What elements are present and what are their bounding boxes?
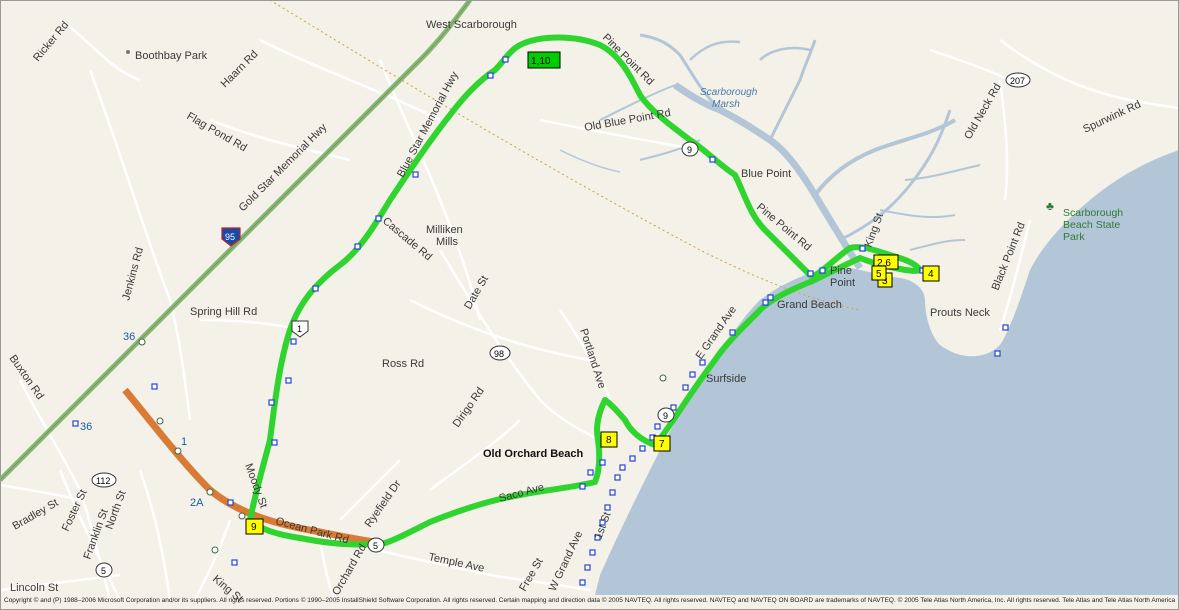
me112-shield-icon xyxy=(91,472,117,488)
marker-4-label: 4 xyxy=(928,269,934,280)
boothbay-park-dot xyxy=(126,50,130,54)
marsh-waterways xyxy=(559,33,981,270)
me207-shield-text: 207 xyxy=(1010,76,1025,86)
marker-start-1-10[interactable]: 1,10 xyxy=(527,51,561,69)
old-orchard-beach-label: Old Orchard Beach xyxy=(483,448,584,460)
prouts-neck-label: Prouts Neck xyxy=(930,307,990,319)
me9-south-shield-text: 9 xyxy=(663,411,668,421)
grand-beach-label: Grand Beach xyxy=(777,299,842,311)
marker-7[interactable]: 7 xyxy=(653,435,671,452)
me9-north-shield-icon xyxy=(681,141,699,157)
scarborough-marsh-label-2: Marsh xyxy=(712,99,740,110)
route-line xyxy=(247,34,923,548)
copyright-notice: Copyright © and (P) 1988–2006 Microsoft … xyxy=(4,597,1176,604)
park-tree-icon: ♣ xyxy=(1046,199,1054,213)
me5-route-shield-icon xyxy=(367,537,385,553)
me5-west-shield-text: 5 xyxy=(101,566,106,576)
marker-8[interactable]: 8 xyxy=(600,431,618,448)
marker-9[interactable]: 9 xyxy=(245,518,264,535)
ocean xyxy=(595,150,1179,595)
marker-5[interactable]: 5 xyxy=(871,265,887,281)
pine-point-label-2: Point xyxy=(830,277,855,289)
lincoln-st-label: Lincoln St xyxy=(10,582,58,594)
west-scarborough-label: West Scarborough xyxy=(426,19,517,31)
me9-south-shield-icon xyxy=(657,407,675,423)
stop-markers: 1,10 2,6 3 5 4 7 8 9 xyxy=(245,51,940,535)
scarborough-marsh-label-1: Scarborough xyxy=(700,87,758,98)
me98-shield-text: 98 xyxy=(494,349,504,359)
us1-shield-icon xyxy=(291,320,309,338)
route-nodes xyxy=(138,338,667,554)
marker-5-label: 5 xyxy=(876,269,882,280)
place-labels: West Scarborough Milliken Mills Blue Poi… xyxy=(126,19,1123,460)
me9-north-shield-text: 9 xyxy=(687,145,692,155)
route-36-label-a: 36 xyxy=(123,331,135,343)
route-shields: 1 95 9 9 98 207 112 5 5 36 36 1 2A xyxy=(80,72,1031,578)
blue-point-label: Blue Point xyxy=(741,168,791,180)
route-36-label-b: 36 xyxy=(80,421,92,433)
turnpike-highway xyxy=(122,387,376,546)
exit-2a-label: 2A xyxy=(190,497,204,509)
milliken-mills-label-2: Mills xyxy=(436,236,458,248)
milliken-mills-label-1: Milliken xyxy=(426,224,463,236)
marker-7-label: 7 xyxy=(659,439,665,450)
marker-4[interactable]: 4 xyxy=(922,265,940,282)
marker-3-label: 3 xyxy=(882,276,888,287)
marker-8-label: 8 xyxy=(606,435,612,446)
marker-2-6-label: 2,6 xyxy=(877,258,891,269)
town-boundary xyxy=(269,0,861,311)
marker-9-label: 9 xyxy=(251,522,257,533)
route-points xyxy=(72,56,1009,586)
boothbay-park-label: Boothbay Park xyxy=(135,50,208,62)
park-label-3: Park xyxy=(1063,231,1085,243)
me5-west-shield-icon xyxy=(95,562,113,578)
marker-1-10-label: 1,10 xyxy=(531,56,551,67)
i95-shield-icon xyxy=(221,227,241,247)
surfside-label: Surfside xyxy=(706,373,746,385)
us1-shield-text: 1 xyxy=(297,324,302,334)
exit-1-label: 1 xyxy=(181,436,187,448)
spring-hill-rd-label: Spring Hill Rd xyxy=(190,306,257,318)
park-label-2: Beach State xyxy=(1063,219,1120,231)
me207-shield-icon xyxy=(1005,72,1031,88)
ross-rd-label: Ross Rd xyxy=(382,358,424,370)
me5-route-shield-text: 5 xyxy=(373,541,378,551)
me98-shield-icon xyxy=(489,345,511,361)
i95-shield-text: 95 xyxy=(225,232,235,242)
me112-shield-text: 112 xyxy=(96,476,110,486)
park-label-1: Scarborough xyxy=(1063,207,1123,219)
pine-point-label-1: Pine xyxy=(830,265,852,277)
